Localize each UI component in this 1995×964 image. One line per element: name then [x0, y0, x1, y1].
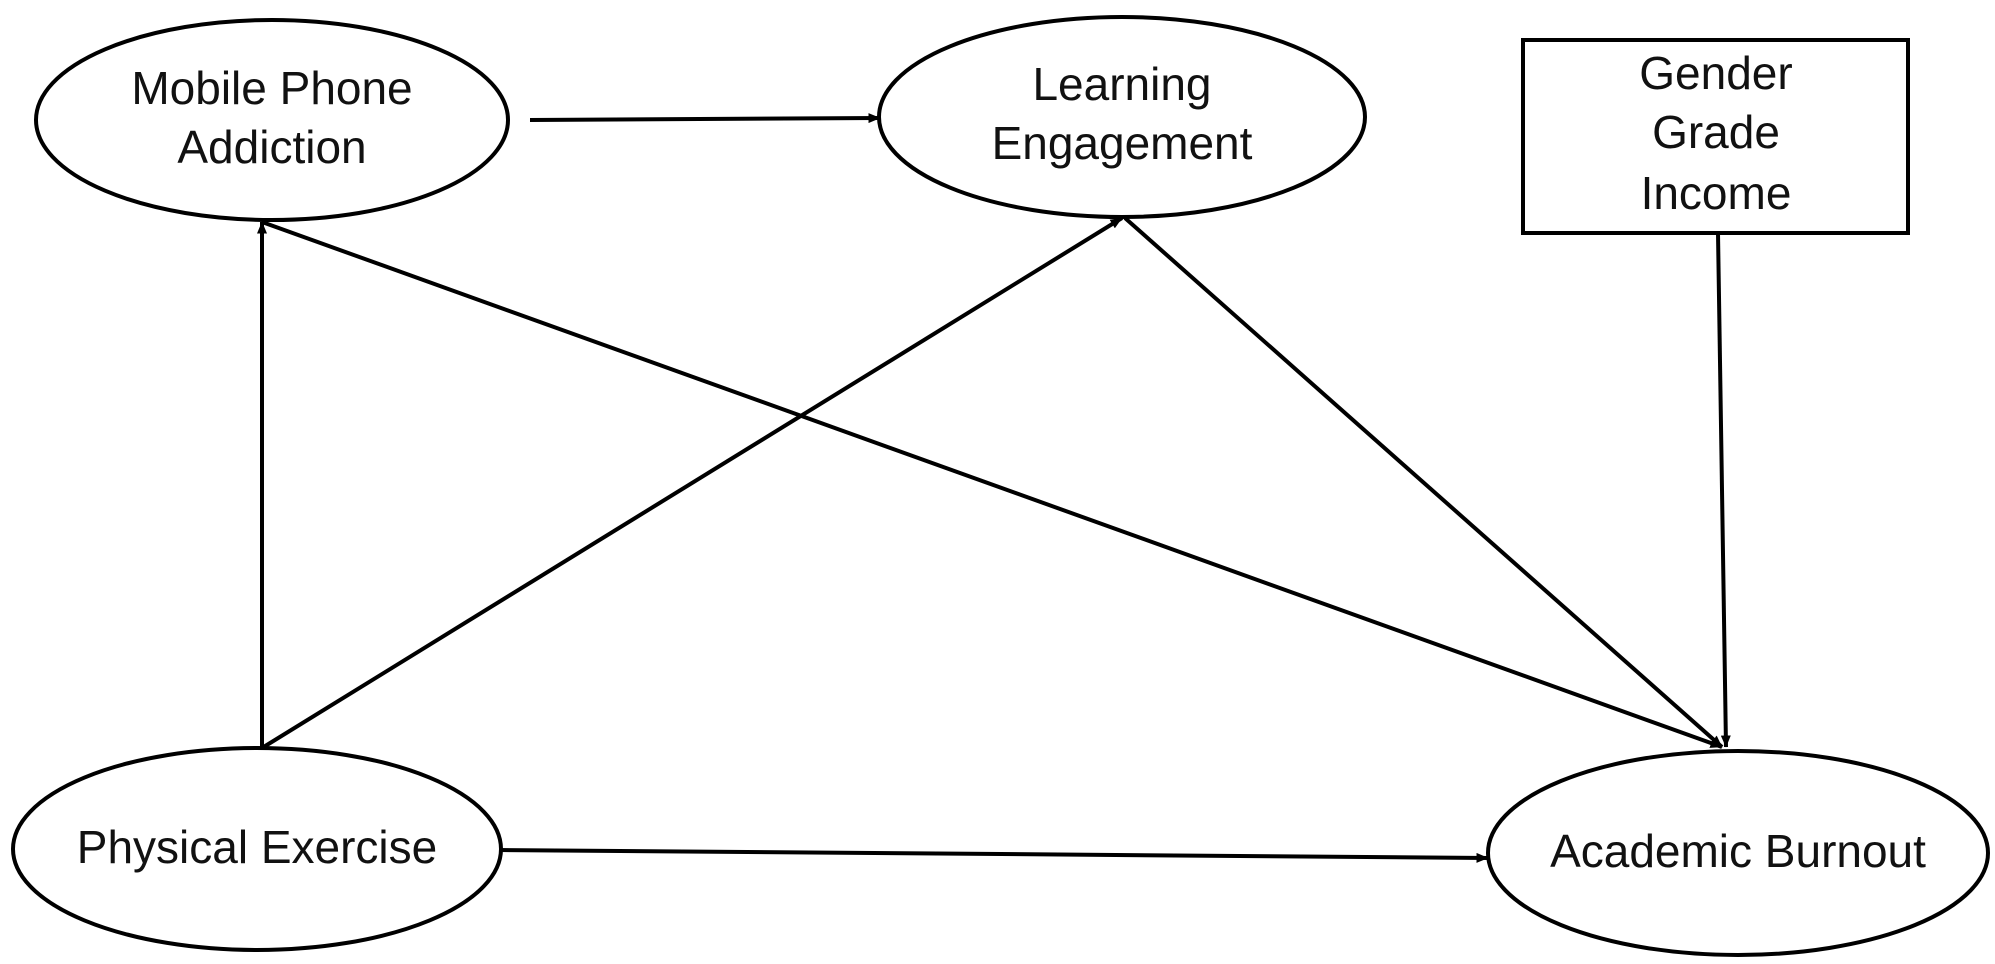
node-mobile-phone-addiction: Mobile Phone Addiction: [34, 18, 510, 222]
node-academic-burnout: Academic Burnout: [1486, 749, 1990, 957]
edge-mobile-to-learning: [529, 113, 881, 124]
node-shape: [877, 15, 1367, 219]
node-label-line: Addiction: [177, 121, 366, 173]
node-label-line: Engagement: [992, 117, 1253, 169]
edge-exercise-to-learning: [260, 216, 1124, 750]
node-shape: [11, 746, 503, 952]
node-label: Academic Burnout: [1550, 825, 1926, 877]
edge-mobile-to-burnout: [261, 220, 1723, 749]
node-label-line: Grade: [1652, 106, 1780, 158]
node-label: Physical Exercise: [77, 821, 437, 873]
node-shape: [1486, 749, 1990, 957]
edge-exercise-to-burnout: [499, 848, 1489, 863]
node-label-line: Mobile Phone: [131, 62, 412, 114]
node-shape: [34, 18, 510, 222]
node-label-line: Gender: [1639, 47, 1792, 99]
node-shape: [1521, 38, 1910, 235]
node-learning-engagement: Learning Engagement: [877, 15, 1367, 219]
edge-learning-to-burnout: [1123, 216, 1724, 749]
node-controls: Gender Grade Income: [1521, 38, 1910, 235]
edge-controls-to-burnout: [1716, 232, 1731, 748]
node-label-line: Income: [1641, 167, 1792, 219]
node-label-line: Learning: [1032, 58, 1211, 110]
edges: [257, 113, 1731, 863]
node-physical-exercise: Physical Exercise: [11, 746, 503, 952]
